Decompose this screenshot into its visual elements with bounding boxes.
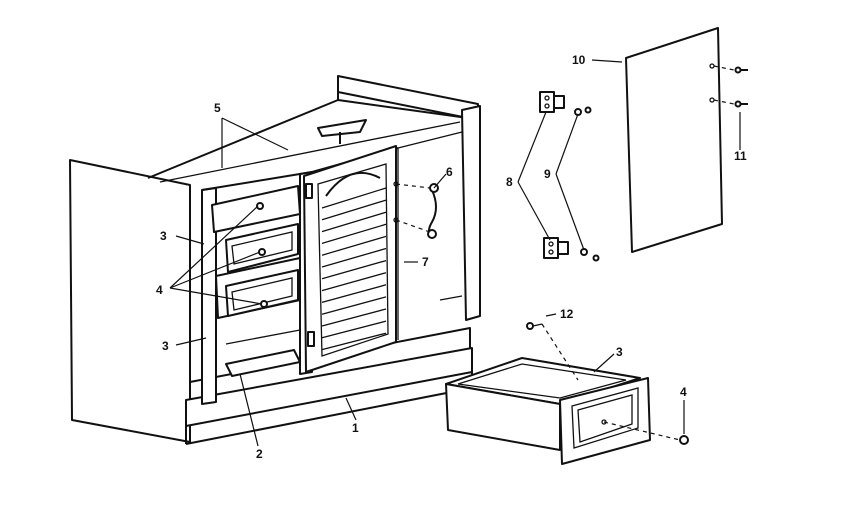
callout-5: 5 [214, 101, 221, 115]
hinge-lower [543, 237, 600, 262]
louver-slat [321, 211, 387, 233]
callout-4-group: 4 [156, 283, 163, 297]
callout-2: 2 [256, 447, 263, 461]
louver-slat [321, 332, 387, 351]
louver-slat [321, 247, 387, 268]
louver-slat [321, 320, 387, 339]
callout-11: 11 [734, 149, 747, 163]
louver-slat [321, 272, 387, 292]
callout-1: 1 [352, 421, 359, 435]
louver-slat [321, 308, 387, 327]
louver-slat [321, 284, 387, 304]
callout-3-drawer: 3 [616, 345, 623, 359]
louver-slat [321, 187, 387, 209]
callout-6: 6 [446, 165, 453, 179]
callout-8: 8 [506, 175, 513, 189]
louver-slat [321, 199, 387, 221]
hinge-upper [539, 91, 592, 116]
louver-slat [321, 259, 387, 280]
louver-slats [321, 187, 387, 351]
louver-slat [321, 235, 387, 256]
side-panel [625, 27, 748, 253]
louver-slat [321, 296, 387, 315]
callout-7: 7 [422, 255, 429, 269]
louver-door [303, 145, 397, 373]
leader-lines [169, 59, 741, 447]
callout-3-lower: 3 [162, 339, 169, 353]
callout-10: 10 [572, 53, 586, 67]
callout-4-drawer-knob: 4 [680, 385, 687, 399]
louver-slat [321, 223, 387, 245]
callout-labels: 1 2 3 3 3 4 4 5 6 7 8 9 10 11 12 [156, 53, 747, 461]
callout-3-upper: 3 [160, 229, 167, 243]
door-handle [393, 181, 439, 239]
loose-drawer [445, 322, 689, 465]
drawer-stack [211, 185, 301, 377]
callout-9: 9 [544, 167, 551, 181]
callout-12: 12 [560, 307, 574, 321]
